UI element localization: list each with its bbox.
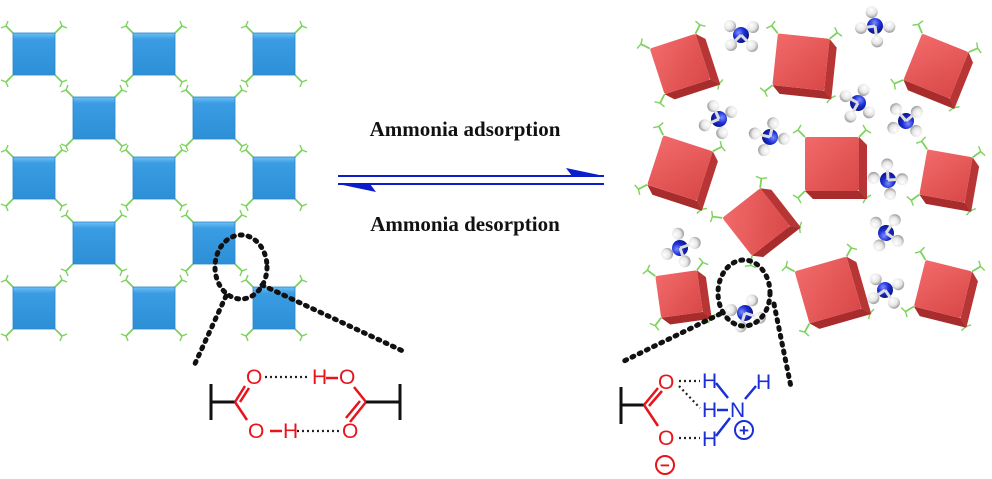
atom-h-top: H <box>312 366 327 389</box>
blue-framework-tile <box>0 144 68 212</box>
adsorption-label: Ammonia adsorption <box>369 117 561 141</box>
red-framework-tile <box>781 243 875 337</box>
ammonium-molecule <box>748 117 791 157</box>
right-zoom-circle <box>715 257 773 329</box>
red-framework-tile <box>642 257 716 331</box>
atom-o-top-left: O <box>246 366 262 389</box>
blue-framework-tile <box>60 84 128 152</box>
ammonium-molecule <box>725 294 766 333</box>
atom-o-bottom-right: O <box>342 420 358 443</box>
left-framework-lattice <box>0 20 308 342</box>
ammonium-molecules <box>661 6 923 333</box>
blue-framework-tile <box>120 144 188 212</box>
atom-h-3: H <box>702 428 717 451</box>
atom-o-bottom: O <box>658 427 674 450</box>
ammonium-molecule <box>867 273 905 309</box>
blue-framework-tile <box>240 274 308 342</box>
negative-charge-sign: − <box>660 456 670 475</box>
blue-framework-tile <box>120 20 188 88</box>
reverse-arrow-head <box>338 184 376 192</box>
desorption-label: Ammonia desorption <box>370 212 560 236</box>
red-framework-tile <box>709 175 803 269</box>
equilibrium-arrows <box>338 168 604 192</box>
red-framework-tile <box>906 136 986 216</box>
left-zoom-circle <box>212 232 270 302</box>
ammonium-molecule <box>839 83 875 123</box>
blue-framework-tile <box>180 209 248 277</box>
blue-framework-tile <box>120 274 188 342</box>
right-framework-distorted <box>634 20 986 337</box>
ammonium-molecule <box>661 227 701 268</box>
red-framework-tile <box>634 122 726 214</box>
atom-o-top-right: O <box>339 366 355 389</box>
atom-h-4: H <box>756 371 771 394</box>
blue-framework-tile <box>180 84 248 152</box>
blue-framework-tile <box>0 20 68 88</box>
positive-charge-sign: + <box>739 421 749 440</box>
blue-framework-tile <box>0 274 68 342</box>
atom-o-bottom-left: O <box>248 420 264 443</box>
red-framework-tile <box>759 20 843 104</box>
ammonium-molecule <box>887 103 923 137</box>
red-framework-tile <box>792 124 872 204</box>
left-guide-left <box>190 293 229 371</box>
blue-framework-tile <box>60 209 128 277</box>
atom-h-1: H <box>702 370 717 393</box>
blue-framework-tile <box>240 144 308 212</box>
left-guide-right <box>259 282 408 355</box>
ammonium-molecule <box>698 100 738 140</box>
atom-h-2: H <box>702 399 717 422</box>
red-framework-tile <box>890 20 982 112</box>
right-guide-left <box>619 311 723 365</box>
carboxylate-ammonium-motif: O O − H H H N H + <box>619 370 771 475</box>
right-guide-right <box>771 301 794 390</box>
forward-arrow-head <box>566 168 604 176</box>
ammonium-molecule <box>869 214 904 252</box>
atom-o-top: O <box>658 371 674 394</box>
carboxylic-dimer-motif: O H O O H O <box>209 366 402 443</box>
blue-framework-tile <box>240 20 308 88</box>
negative-charge-circle <box>655 455 675 475</box>
ammonium-molecule <box>867 158 909 201</box>
red-framework-tile <box>900 246 986 332</box>
ammonium-molecule <box>854 6 896 48</box>
atom-n: N <box>730 399 745 422</box>
red-framework-tile <box>636 20 724 108</box>
ammonium-molecule <box>724 20 759 52</box>
atom-h-bottom: H <box>283 420 298 443</box>
zoom-guides <box>190 232 794 390</box>
positive-charge-circle <box>734 420 754 440</box>
